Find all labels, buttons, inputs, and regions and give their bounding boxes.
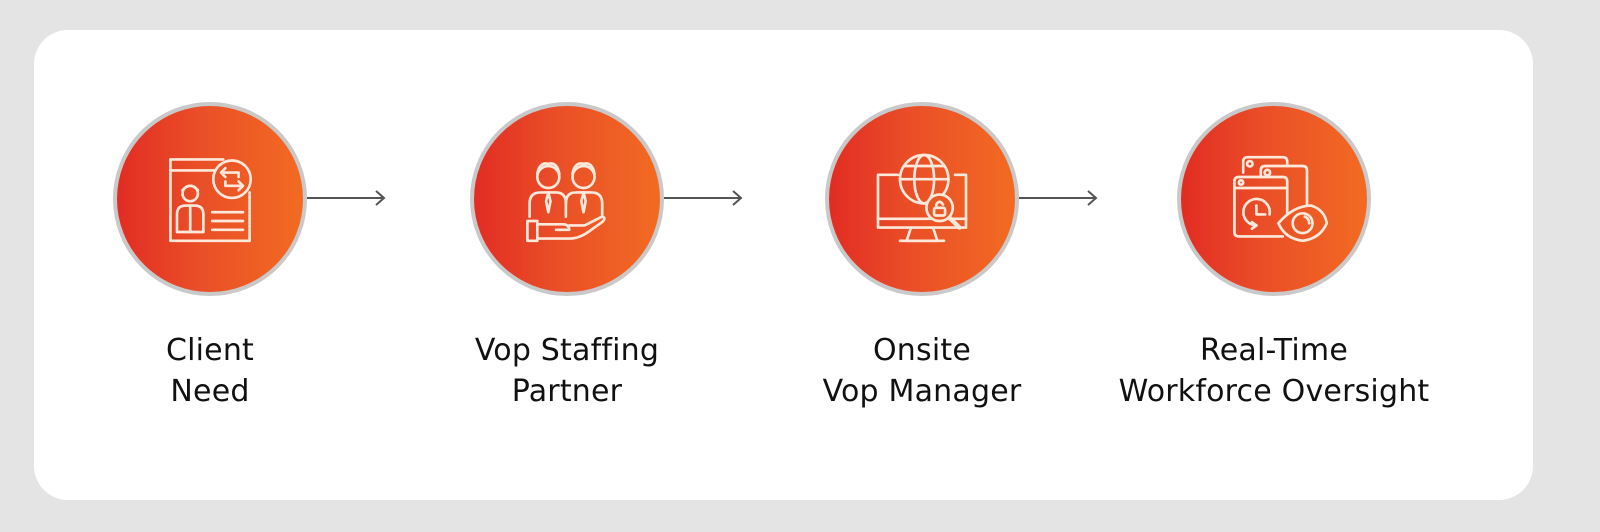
windows-clock-eye-icon (1233, 155, 1329, 243)
label-line-1: Real-Time (1200, 333, 1348, 368)
step-circle (825, 102, 1019, 296)
team-hand-support-icon (526, 162, 606, 243)
arrow-right-icon (307, 188, 387, 208)
label-line-2: Vop Manager (822, 374, 1022, 409)
label-line-1: Vop Staffing (474, 333, 660, 368)
label-line-2: Need (170, 374, 250, 409)
step-label: Vop Staffing Partner (367, 330, 767, 412)
label-line-1: Onsite (872, 333, 971, 368)
step-label: Client Need (10, 330, 410, 412)
label-line-2: Workforce Oversight (1118, 374, 1430, 409)
arrow-right-icon (664, 188, 744, 208)
label-line-1: Client (165, 333, 255, 368)
label-line-2: Partner (511, 374, 623, 409)
step-circle (470, 102, 664, 296)
step-label: Real-Time Workforce Oversight (1074, 330, 1474, 412)
client-profile-exchange-icon (169, 158, 253, 243)
monitor-globe-security-search-icon (876, 153, 968, 243)
step-circle (113, 102, 307, 296)
step-circle (1177, 102, 1371, 296)
step-label: Onsite Vop Manager (722, 330, 1122, 412)
arrow-right-icon (1019, 188, 1099, 208)
